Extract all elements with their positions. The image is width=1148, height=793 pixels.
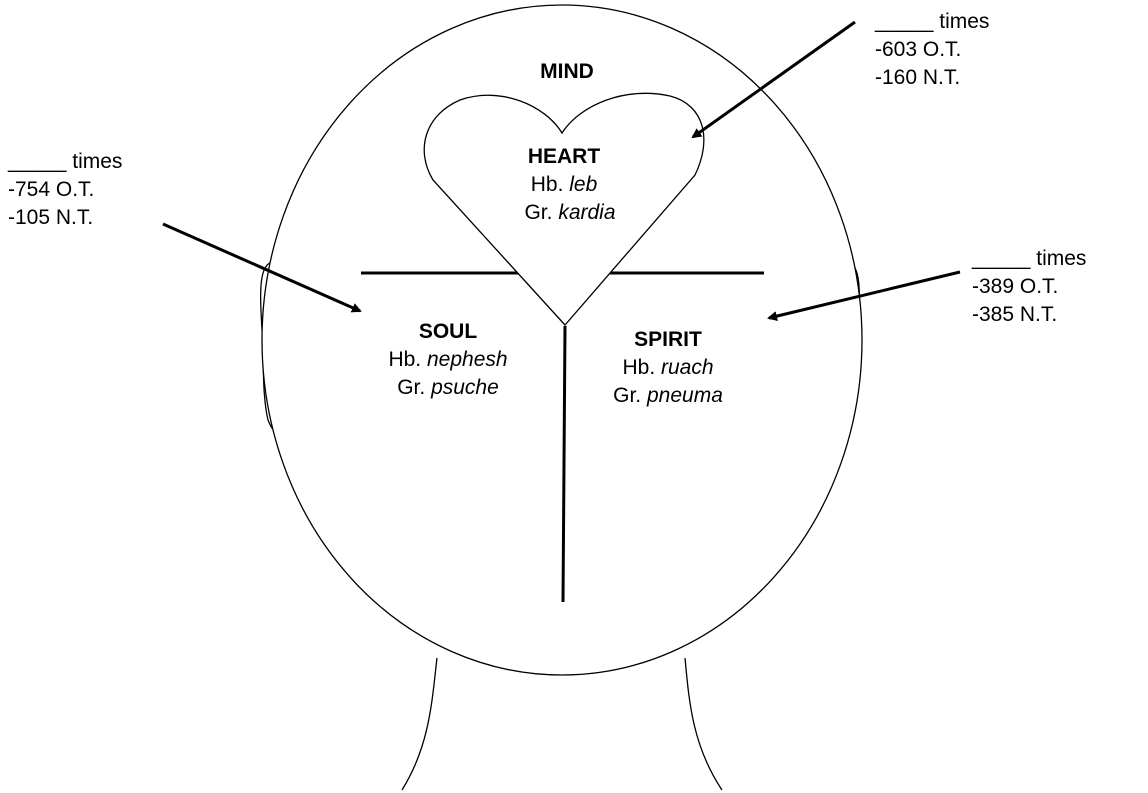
heart-callout-ot: -603 O.T. — [875, 36, 989, 64]
spirit-label: SPIRIT Hb. ruach Gr. pneuma — [613, 326, 723, 410]
vertical-divider-line — [563, 326, 565, 602]
spirit-callout-blank: _____ times — [972, 245, 1086, 273]
soul-greek-prefix: Gr. — [397, 376, 425, 399]
heart-hebrew-prefix: Hb. — [531, 173, 564, 196]
heart-greek-prefix: Gr. — [524, 201, 552, 224]
spirit-hebrew-prefix: Hb. — [622, 356, 655, 379]
soul-hebrew-word: nephesh — [427, 348, 508, 371]
spirit-title: SPIRIT — [613, 326, 723, 354]
soul-hebrew-prefix: Hb. — [388, 348, 421, 371]
heart-greek-word: kardia — [558, 201, 615, 224]
soul-callout-nt: -105 N.T. — [8, 204, 122, 232]
mind-title: MIND — [540, 58, 594, 86]
heart-hebrew-word: leb — [569, 173, 597, 196]
neck-right-outline — [685, 658, 722, 790]
soul-callout: _____ times -754 O.T. -105 N.T. — [8, 148, 122, 232]
spirit-callout: _____ times -389 O.T. -385 N.T. — [972, 245, 1086, 329]
neck-left-outline — [402, 658, 437, 790]
spirit-greek-prefix: Gr. — [613, 384, 641, 407]
heart-callout-nt: -160 N.T. — [875, 64, 989, 92]
heart-callout-blank: _____ times — [875, 8, 989, 36]
spirit-hebrew-word: ruach — [661, 356, 714, 379]
soul-callout-ot: -754 O.T. — [8, 176, 122, 204]
soul-greek-word: psuche — [431, 376, 499, 399]
heart-greek: Gr. kardia — [512, 199, 615, 227]
heart-title: HEART — [512, 143, 615, 171]
spirit-callout-ot: -389 O.T. — [972, 273, 1086, 301]
spirit-hebrew: Hb. ruach — [613, 354, 723, 382]
soul-hebrew: Hb. nephesh — [388, 346, 507, 374]
soul-label: SOUL Hb. nephesh Gr. psuche — [388, 318, 507, 402]
spirit-greek: Gr. pneuma — [613, 382, 723, 410]
soul-greek: Gr. psuche — [388, 374, 507, 402]
heart-label: HEART Hb. leb Gr. kardia — [512, 143, 615, 227]
spirit-callout-nt: -385 N.T. — [972, 301, 1086, 329]
soul-callout-blank: _____ times — [8, 148, 122, 176]
spirit-greek-word: pneuma — [647, 384, 723, 407]
heart-hebrew: Hb. leb — [512, 171, 615, 199]
heart-callout: _____ times -603 O.T. -160 N.T. — [875, 8, 989, 92]
soul-title: SOUL — [388, 318, 507, 346]
